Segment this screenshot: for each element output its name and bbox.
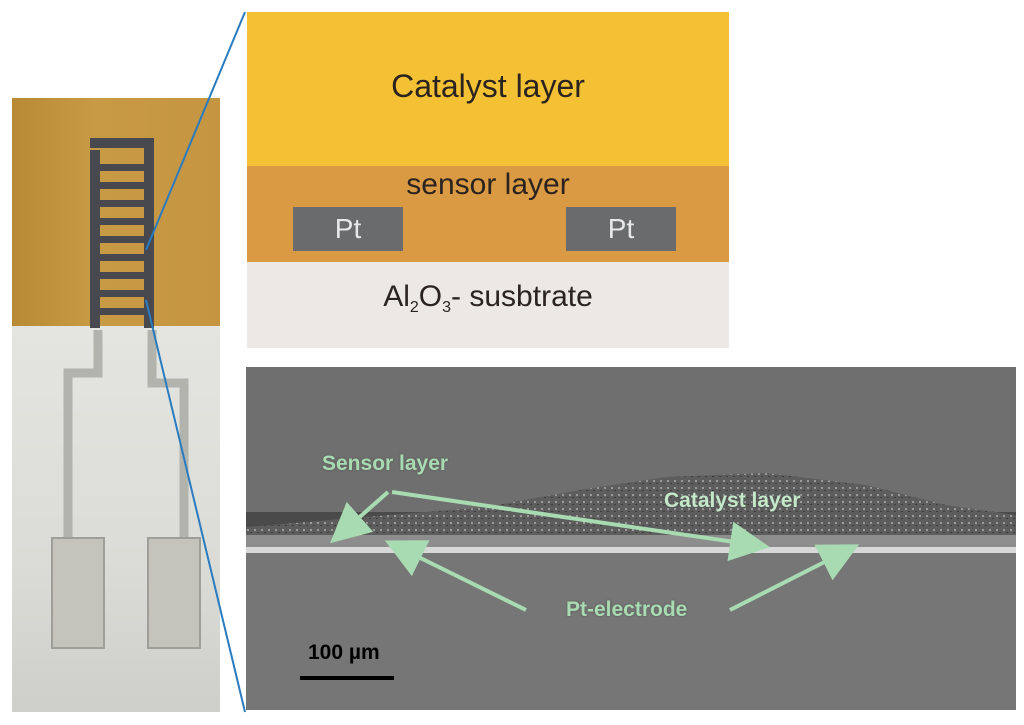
scale-bar [300,676,394,680]
substrate-band [247,262,729,348]
sem-micrograph: Sensor layer Catalyst layer Pt-electrode… [246,367,1016,710]
chip-coated-region [12,98,220,328]
contact-pad-right [147,537,201,649]
sem-catalyst-layer-label: Catalyst layer [664,489,801,512]
schematic-cross-section: Pt Pt Catalyst layer sensor layer Al2O3-… [247,12,729,348]
catalyst-layer-band [247,12,729,166]
sensor-layer-label: sensor layer [406,168,570,201]
pt-electrode-left: Pt [293,207,403,251]
zoom-connector-bottom [145,299,246,713]
zoom-connector-top [145,11,246,251]
pt-left-label: Pt [334,213,362,244]
chip-electrode-drawing [51,138,201,649]
sem-catalyst-mound [246,473,1016,545]
sem-substrate [246,553,1016,710]
scale-bar-label: 100 µm [308,641,380,664]
pt-electrode-right: Pt [566,207,676,251]
substrate-label: Al2O3- susbtrate [383,280,593,316]
interdigital-electrode [90,138,154,328]
sem-annotation-arrows [330,490,860,612]
sem-pt-electrode-label: Pt-electrode [566,598,688,621]
catalyst-layer-label: Catalyst layer [391,68,585,104]
sensor-chip-photo [12,98,220,712]
pt-right-label: Pt [607,213,635,244]
contact-pad-left [51,537,105,649]
sem-sensor-layer-label: Sensor layer [322,452,449,475]
